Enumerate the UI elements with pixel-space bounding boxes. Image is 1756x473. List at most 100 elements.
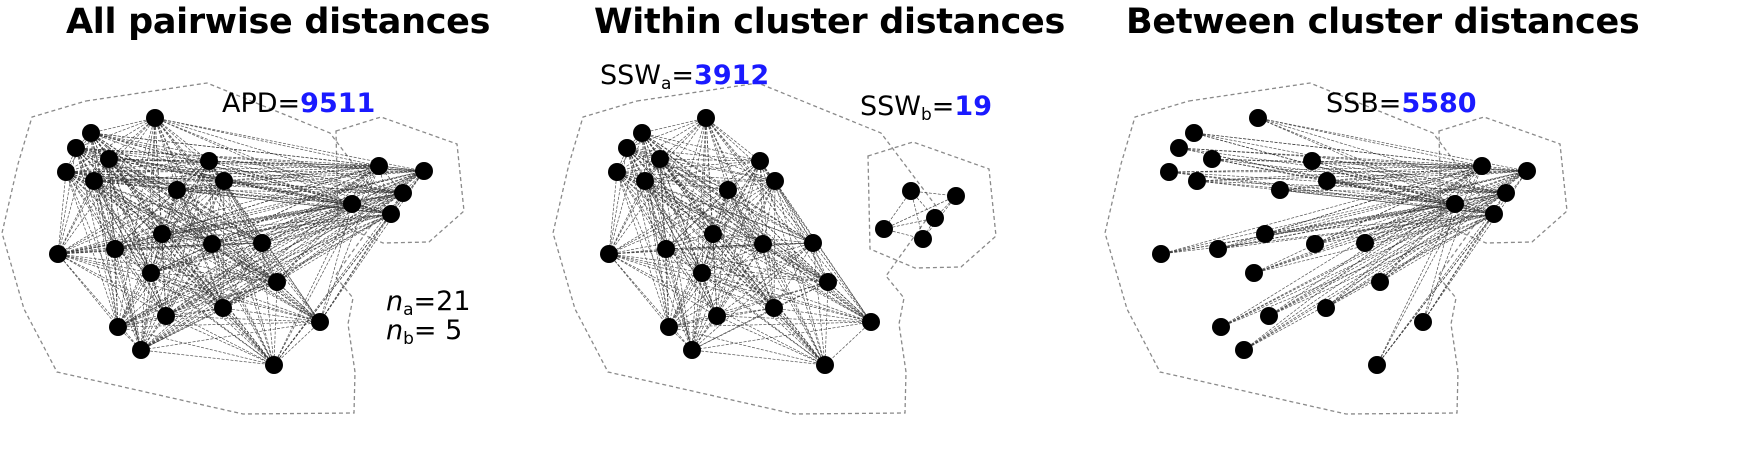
distance-edge (727, 189, 826, 366)
distance-edge (114, 248, 321, 323)
distance-edge (1326, 165, 1483, 182)
distance-edge (774, 180, 872, 323)
distance-edge (644, 180, 829, 283)
distance-edge (1326, 170, 1528, 182)
ssw-b-subscript: b (920, 105, 932, 125)
cluster-a-point (766, 172, 784, 190)
cluster-a-point (253, 234, 271, 252)
distance-edge (261, 213, 392, 244)
distance-edge (641, 132, 646, 182)
distance-edge (644, 180, 814, 244)
distance-edge (223, 180, 404, 194)
distance-edge (626, 147, 670, 328)
distance-edge (140, 170, 425, 351)
distance-edge (57, 253, 152, 274)
distance-edge (1364, 165, 1483, 244)
distance-edge (1243, 213, 1495, 351)
distance-edge (626, 117, 707, 149)
distance-edge (616, 171, 776, 182)
distance-edge (319, 203, 353, 323)
distance-edge (57, 165, 380, 255)
distance-edge (211, 180, 225, 245)
distance-edge (176, 189, 353, 205)
cluster-a-point (168, 181, 186, 199)
distance-edge (691, 307, 775, 351)
distance-edge (1264, 165, 1483, 235)
cluster-a-point (85, 172, 103, 190)
distance-edge (117, 203, 353, 328)
distance-edge (1220, 170, 1528, 328)
distance-edge (117, 233, 163, 328)
cluster-b-point (1497, 184, 1515, 202)
distance-edge (774, 180, 814, 244)
cluster-a-point (1256, 225, 1274, 243)
distance-edge (712, 233, 718, 317)
distance-edge (90, 132, 225, 182)
cluster-b-point (1446, 195, 1464, 213)
cluster-a-point (719, 181, 737, 199)
cluster-a-point (1209, 240, 1227, 258)
distance-edge (659, 158, 714, 235)
cluster-b-hull (335, 116, 465, 244)
distance-edge (57, 180, 95, 255)
distance-edge (117, 321, 321, 328)
distance-edge (154, 117, 210, 162)
distance-edge (75, 147, 119, 328)
distance-edge (90, 132, 119, 328)
distance-edge (773, 307, 826, 366)
distance-edge (1243, 192, 1507, 351)
apd-stat: APD=9511 (222, 88, 375, 119)
distance-edge (176, 180, 225, 191)
panel-title-all-pairwise: All pairwise distances (66, 2, 491, 42)
distance-edge (608, 233, 714, 255)
distance-edge (223, 180, 321, 323)
distance-edge (716, 307, 775, 317)
distance-edge (90, 132, 425, 172)
distance-edge (161, 233, 275, 366)
distance-edge (1364, 203, 1456, 244)
cluster-a-point (651, 150, 669, 168)
cluster-a-point (1318, 172, 1336, 190)
distance-edge (114, 248, 167, 317)
distance-edge (668, 180, 776, 328)
distance-edge (665, 242, 814, 250)
ssw-b-value: 19 (954, 91, 992, 122)
distance-edge (150, 242, 263, 274)
distance-edge (57, 117, 156, 255)
distance-edge (117, 243, 213, 328)
distance-edge (762, 180, 776, 245)
distance-edge (65, 171, 321, 323)
distance-edge (211, 170, 425, 245)
distance-edge (608, 253, 872, 323)
cluster-a-point (636, 172, 654, 190)
cluster-a-point (693, 264, 711, 282)
distance-edge (1326, 180, 1456, 205)
na-subscript: a (403, 300, 414, 320)
cluster-a-point (618, 139, 636, 157)
distance-edge (1257, 117, 1528, 172)
ssw-b-stat: SSWb=19 (860, 91, 992, 125)
distance-edge (691, 272, 703, 351)
cluster-b-point (1485, 205, 1503, 223)
distance-edge (108, 158, 167, 317)
distance-edge (208, 160, 380, 167)
distance-edge (93, 180, 152, 274)
distance-edge (165, 192, 404, 317)
distance-edge (759, 160, 826, 366)
cluster-b-hull (1438, 116, 1568, 244)
ssb-value: 5580 (1401, 88, 1477, 119)
distance-edge (273, 165, 380, 366)
distance-edge (165, 213, 392, 317)
cluster-a-point (214, 299, 232, 317)
distance-edge (1325, 192, 1507, 309)
distance-edge (140, 349, 275, 366)
cluster-a-point (804, 234, 822, 252)
apd-value: 9511 (300, 88, 376, 119)
distance-edge (701, 272, 829, 283)
distance-edge (616, 171, 670, 328)
distance-edge (161, 203, 353, 235)
distance-edge (705, 117, 729, 191)
distance-edge (165, 281, 278, 317)
distance-edge (1268, 165, 1483, 317)
distance-edge (150, 203, 353, 274)
